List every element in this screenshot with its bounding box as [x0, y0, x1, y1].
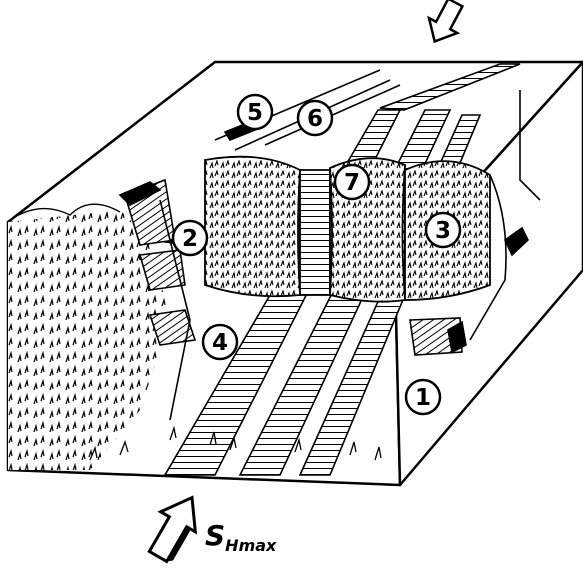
marker-5-label: 5	[247, 100, 263, 126]
marker-7-circle	[333, 163, 371, 201]
scarp-features	[118, 117, 529, 356]
band-top	[379, 63, 521, 111]
scarp-1	[409, 317, 463, 356]
marker-2-label: 2	[182, 226, 198, 252]
marker-7: 7	[333, 163, 371, 201]
fault-block-black-3	[503, 226, 529, 257]
numbered-markers: 5 6 7 2 3 4 1	[171, 93, 462, 416]
marker-5-circle	[236, 93, 274, 131]
marker-3-label: 3	[435, 218, 451, 244]
scarp-4	[148, 309, 197, 346]
marker-6: 6	[296, 99, 334, 137]
shmax-label: SHmax	[205, 519, 277, 555]
marker-6-circle	[296, 99, 334, 137]
front-vegetation-marks	[89, 425, 382, 461]
marker-3: 3	[424, 211, 462, 249]
marker-4-label: 4	[212, 330, 228, 356]
fault-block-black-1	[118, 181, 162, 206]
marker-1: 1	[404, 378, 442, 416]
marker-1-circle	[404, 378, 442, 416]
marker-7-label: 7	[344, 170, 360, 196]
marker-6-label: 6	[307, 106, 323, 132]
marker-2: 2	[171, 219, 209, 257]
marker-3-circle	[424, 211, 462, 249]
shmax-subscript: Hmax	[225, 536, 277, 555]
scarp-2b	[138, 249, 186, 291]
marker-5: 5	[236, 93, 274, 131]
shmax-symbol: S	[205, 519, 225, 552]
marker-1-label: 1	[415, 385, 431, 411]
shmax-arrow	[147, 495, 198, 564]
marker-2-circle	[171, 219, 209, 257]
marker-4-circle	[201, 323, 239, 361]
fault-block-black-4	[447, 320, 467, 354]
marker-4: 4	[201, 323, 239, 361]
left-vegetation	[8, 203, 170, 470]
compression-arrow-top	[427, 0, 465, 44]
